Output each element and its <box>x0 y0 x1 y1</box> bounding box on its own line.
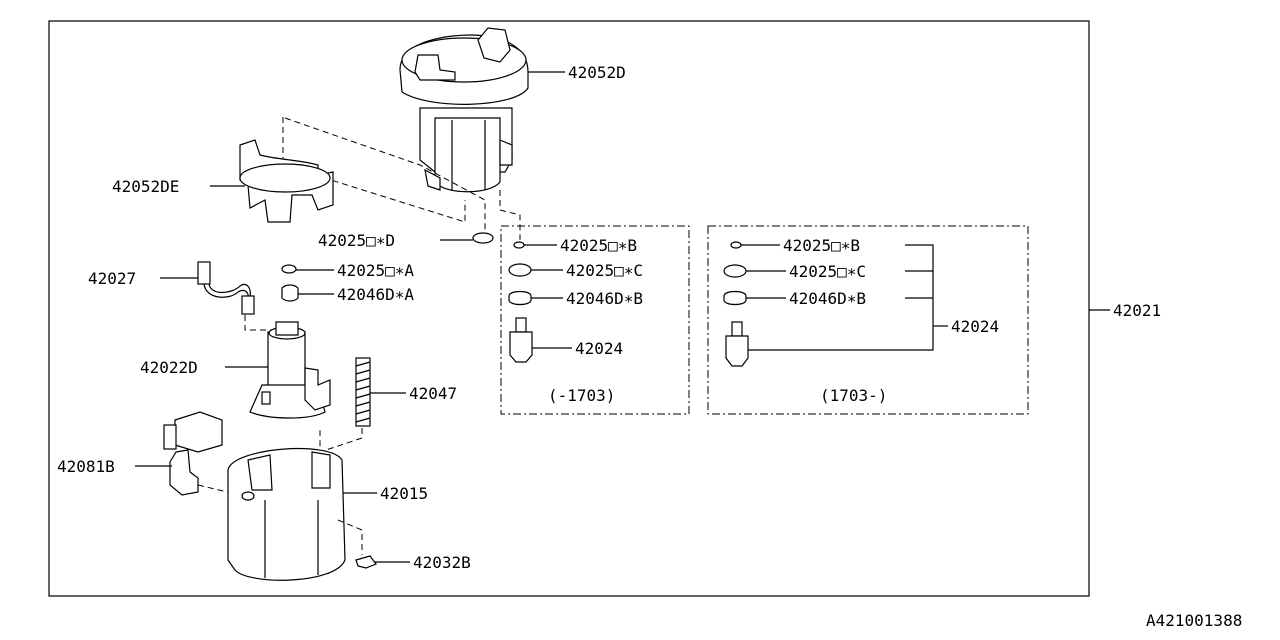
part-42047-spring <box>355 357 371 427</box>
right-label-42046DB: 42046D∗B <box>789 289 866 308</box>
left-42046DB-grommet <box>508 290 532 306</box>
left-42024-valve <box>509 317 533 363</box>
left-42025B-ring <box>513 241 525 249</box>
left-label-42025B: 42025□∗B <box>560 236 637 255</box>
diagram-id: A421001388 <box>1146 611 1242 630</box>
label-42025A: 42025□∗A <box>337 261 414 280</box>
part-42022D-pump <box>249 321 331 419</box>
part-42052D-drawing <box>399 27 529 193</box>
part-42025D-ring <box>472 232 494 244</box>
part-42081B-sender <box>163 411 223 496</box>
left-label-42025C: 42025□∗C <box>566 261 643 280</box>
label-42052D: 42052D <box>568 63 626 82</box>
label-42027: 42027 <box>88 269 136 288</box>
guide-line-cap-ring <box>284 117 486 232</box>
right-label-42025B: 42025□∗B <box>783 236 860 255</box>
left-label-42024: 42024 <box>575 339 623 358</box>
part-42052DE-drawing <box>239 139 334 223</box>
guide-line-cap-valve <box>499 190 521 240</box>
label-42025D: 42025□∗D <box>318 231 395 250</box>
right-42024-valve <box>725 321 749 367</box>
part-42027-harness <box>197 261 255 315</box>
label-42015: 42015 <box>380 484 428 503</box>
label-42052DE: 42052DE <box>112 177 179 196</box>
right-label-42024: 42024 <box>951 317 999 336</box>
part-42046DA-grommet <box>281 284 299 302</box>
guide-line-case-clip <box>337 519 363 555</box>
label-42046DA: 42046D∗A <box>337 285 414 304</box>
right-label-42025C: 42025□∗C <box>789 262 866 281</box>
label-42032B: 42032B <box>413 553 471 572</box>
left-label-42046DB: 42046D∗B <box>566 289 643 308</box>
right-42025C-ring <box>723 264 747 278</box>
right-42025B-ring <box>730 241 742 249</box>
variant-box-after-1703 <box>707 225 1029 415</box>
guide-line-cap-bracket <box>282 117 466 223</box>
label-42021: 42021 <box>1113 301 1161 320</box>
left-range-label: (-1703) <box>548 386 615 405</box>
label-42081B: 42081B <box>57 457 115 476</box>
guide-line-spring-case <box>319 428 363 453</box>
part-42015-case <box>227 447 346 581</box>
right-42046DB-grommet <box>723 290 747 306</box>
diagram-frame <box>48 20 1090 597</box>
variant-box-before-1703 <box>500 225 690 415</box>
part-42025A-ring <box>281 264 297 274</box>
guide-line-harness-pump <box>244 315 275 331</box>
left-42025C-ring <box>508 263 532 277</box>
part-42032B-clip <box>355 555 377 569</box>
right-range-label: (1703-) <box>820 386 887 405</box>
label-42022D: 42022D <box>140 358 198 377</box>
label-42047: 42047 <box>409 384 457 403</box>
